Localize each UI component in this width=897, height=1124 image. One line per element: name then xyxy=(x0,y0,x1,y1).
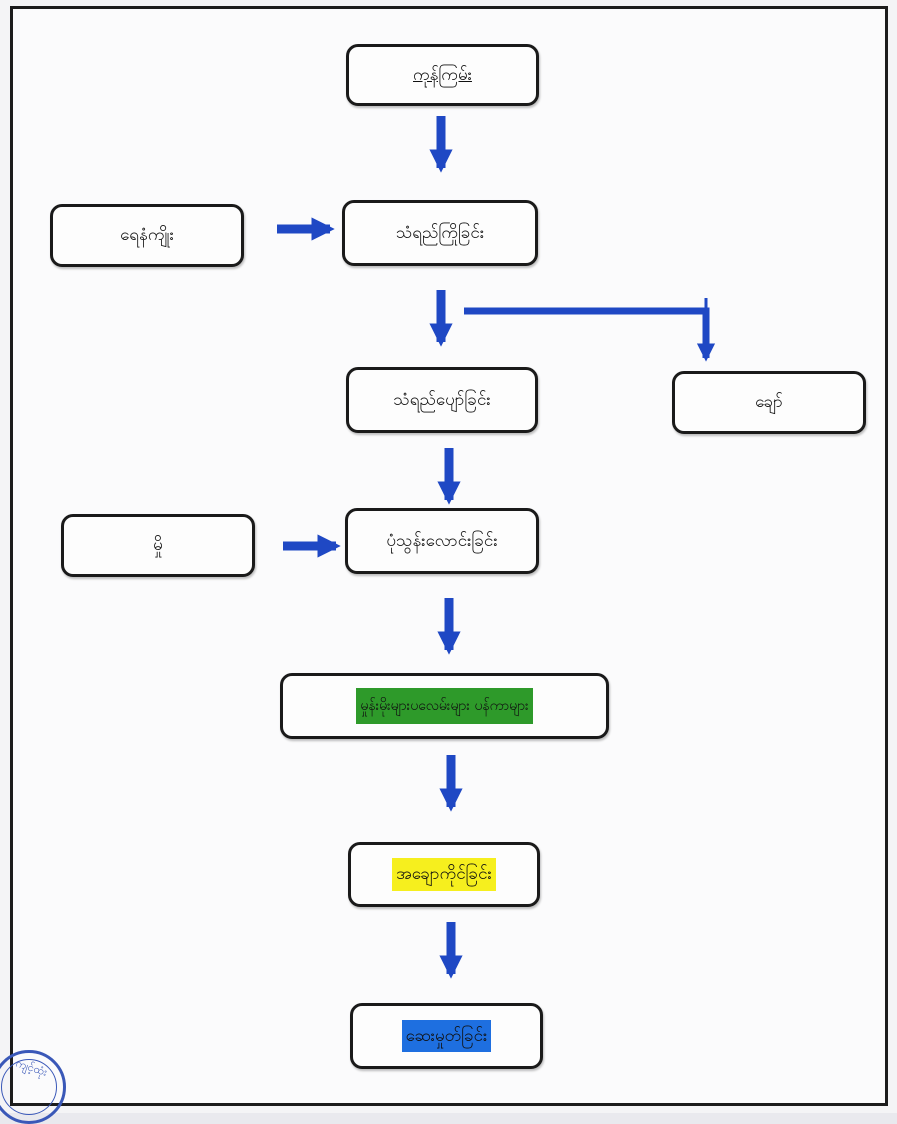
mold-label: မှို xyxy=(153,535,163,556)
node-painting: ဆေးမှုတ်ခြင်း xyxy=(350,1003,543,1069)
products-label: မှုန်းမိုးများပလေမ်းများ ပန်ကာများ xyxy=(356,687,533,725)
node-products: မှုန်းမိုးများပလေမ်းများ ပန်ကာများ xyxy=(280,673,609,739)
node-preheating: သံရည်ကြိုခြင်း xyxy=(342,200,538,266)
arrow-branch-to-slag xyxy=(464,307,716,362)
node-casting: ပုံသွန်းလောင်းခြင်း xyxy=(345,508,539,574)
slag-label: ချော် xyxy=(755,392,783,413)
fuel-oil-label: ရေနံကျိုး xyxy=(120,225,174,246)
node-melting: သံရည်ပျော်ခြင်း xyxy=(346,367,538,433)
node-mold: မှို xyxy=(61,514,255,577)
painting-label: ဆေးမှုတ်ခြင်း xyxy=(401,1019,492,1053)
node-finishing: အချောကိုင်ခြင်း xyxy=(348,842,540,907)
casting-label: ပုံသွန်းလောင်းခြင်း xyxy=(386,530,498,551)
raw-materials-label: ကုန်ကြမ်း xyxy=(413,64,472,85)
finishing-label: အချောကိုင်ခြင်း xyxy=(392,858,496,891)
node-raw-materials: ကုန်ကြမ်း xyxy=(346,44,539,106)
melting-label: သံရည်ပျော်ခြင်း xyxy=(393,389,491,410)
node-slag: ချော် xyxy=(672,371,866,434)
node-fuel-oil: ရေနံကျိုး xyxy=(50,204,244,267)
preheating-label: သံရည်ကြိုခြင်း xyxy=(395,222,485,243)
